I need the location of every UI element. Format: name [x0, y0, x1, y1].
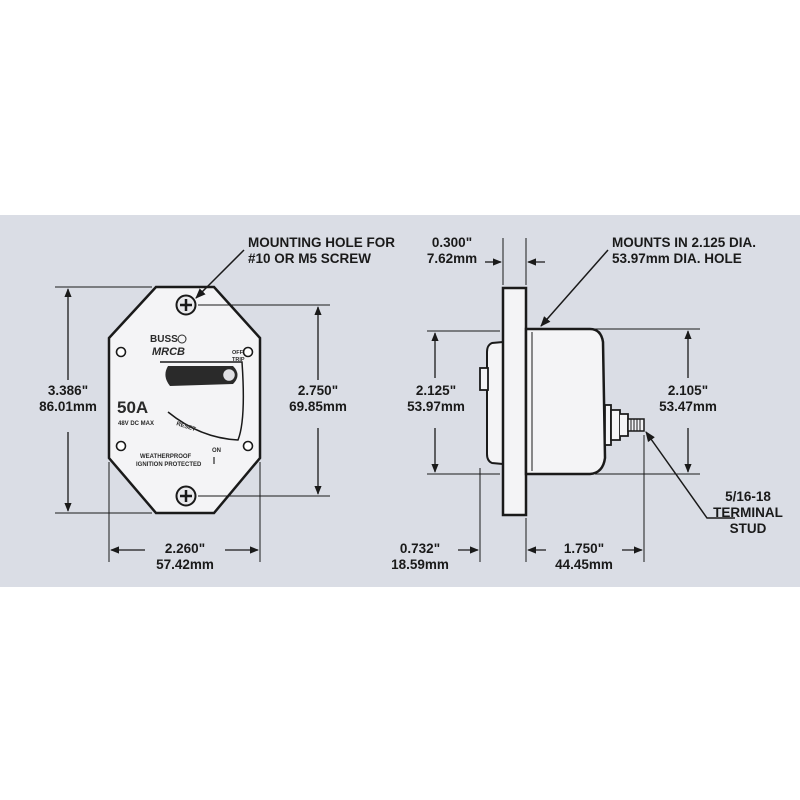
lever-off-text: OFF [232, 350, 244, 356]
top-mounting-screw-icon [175, 294, 197, 316]
front-view: BUSS MRCB OFF TRIP 50A 48V DC MAX RESET … [55, 249, 330, 562]
front-plate [107, 285, 262, 515]
dimension-mm: 18.59mm [391, 557, 449, 572]
on-text: ON [212, 448, 221, 454]
bottom-mounting-screw-icon [175, 485, 197, 507]
terminal-leader [645, 431, 735, 519]
dimension-mm: 53.47mm [659, 399, 717, 414]
dimension-inches: 1.750" [563, 541, 605, 556]
dimension-inches: 0.300" [431, 235, 473, 250]
reset-button [479, 367, 489, 391]
ignition-protected-text: IGNITION PROTECTED [136, 462, 202, 468]
dimension-inches: 2.125" [415, 383, 457, 398]
terminal-stud-icon [604, 404, 645, 446]
side-view [427, 238, 735, 562]
dimension-inches: 2.750" [297, 383, 339, 398]
rivet-icon [242, 346, 254, 358]
dimension-mm: 86.01mm [39, 399, 97, 414]
mount-hole-callout: MOUNTS IN 2.125 DIA. 53.97mm DIA. HOLE [612, 235, 756, 267]
front-depth-label: 0.732" 18.59mm [380, 541, 460, 573]
trip-lever-icon [165, 366, 238, 386]
front-diameter-label: 2.125" 53.97mm [396, 383, 476, 415]
weatherproof-text: WEATHERPROOF [140, 454, 192, 460]
model-text: MRCB [152, 346, 185, 358]
dimension-mm: 57.42mm [156, 557, 214, 572]
overall-height-label: 3.386" 86.01mm [28, 383, 108, 415]
dimension-inches: 2.105" [667, 383, 709, 398]
dimension-mm: 7.62mm [426, 251, 478, 266]
callout-line: #10 OR M5 SCREW [248, 251, 372, 266]
dimension-inches: 0.732" [399, 541, 441, 556]
brand-text: BUSS [150, 334, 178, 345]
callout-line: 5/16-18 [725, 489, 771, 504]
mounting-hole-callout: MOUNTING HOLE FOR #10 OR M5 SCREW [248, 235, 395, 267]
lever-trip-text: TRIP [232, 357, 245, 363]
dimension-inches: 2.260" [164, 541, 206, 556]
reset-text: RESET [175, 421, 196, 433]
rivet-icon [115, 440, 127, 452]
callout-line: MOUNTING HOLE FOR [248, 235, 395, 250]
dimension-mm: 44.45mm [555, 557, 613, 572]
mounting-hole-leader [195, 249, 245, 299]
dimension-inches: 3.386" [47, 383, 89, 398]
callout-line: STUD [729, 521, 767, 536]
rating-text: 50A [117, 398, 148, 417]
rivet-icon [115, 346, 127, 358]
mount-hole-leader [540, 249, 609, 327]
callout-line: TERMINAL [713, 505, 783, 520]
rear-diameter-label: 2.105" 53.47mm [648, 383, 728, 415]
breaker-body [524, 327, 607, 476]
front-bezel [486, 340, 504, 466]
callout-line: 53.97mm DIA. HOLE [612, 251, 742, 266]
body-width-label: 2.260" 57.42mm [143, 541, 227, 573]
hole-spacing-label: 2.750" 69.85mm [276, 383, 360, 415]
voltage-text: 48V DC MAX [118, 421, 154, 427]
dimension-mm: 69.85mm [289, 399, 347, 414]
rivet-icon [242, 440, 254, 452]
brand-registered-icon [177, 334, 187, 344]
flange-thickness-label: 0.300" 7.62mm [416, 235, 488, 267]
dial-arc [160, 361, 245, 441]
dimension-mm: 53.97mm [407, 399, 465, 414]
mounting-flange [501, 286, 528, 517]
terminal-stud-callout: 5/16-18 TERMINAL STUD [708, 489, 788, 537]
callout-line: MOUNTS IN 2.125 DIA. [612, 235, 757, 250]
rear-depth-label: 1.750" 44.45mm [545, 541, 623, 573]
